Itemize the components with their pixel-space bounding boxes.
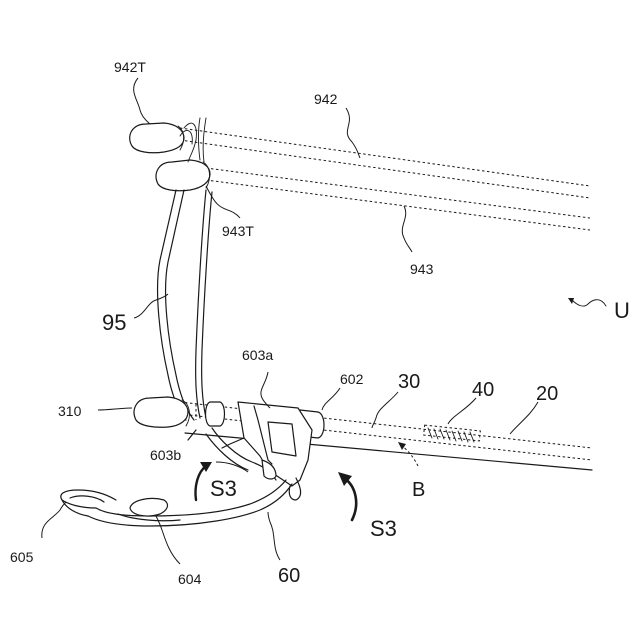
label-60: 60 [278,565,300,587]
label-s3-left: S3 [210,476,237,501]
label-602: 602 [340,371,364,387]
label-942: 942 [314,91,338,107]
arrow-s3-right [338,472,356,520]
connecting-member-95 [158,190,212,420]
label-603b: 603b [150,447,181,463]
label-40: 40 [472,379,494,401]
label-30: 30 [398,371,420,393]
reference-labels: 942T 942 943T 943 U 95 603a 602 30 40 20… [10,59,630,587]
lever-arm-60 [61,480,292,526]
spring-coil-40 [424,425,481,442]
label-s3-right: S3 [370,516,397,541]
cord-942 [180,128,590,198]
label-u: U [614,298,630,323]
label-943: 943 [410,261,434,277]
cord-end-942t [130,123,184,153]
label-603a: 603a [242,347,273,363]
label-20: 20 [536,383,558,405]
label-942t: 942T [114,59,146,75]
arrow-u [568,298,606,306]
label-943t: 943T [222,223,254,239]
label-604: 604 [178,571,202,587]
label-95: 95 [102,310,126,335]
cord-943 [206,168,590,230]
cord-end-943t [156,160,210,191]
label-b: B [412,479,425,501]
label-605: 605 [10,549,34,565]
label-310: 310 [58,403,82,419]
